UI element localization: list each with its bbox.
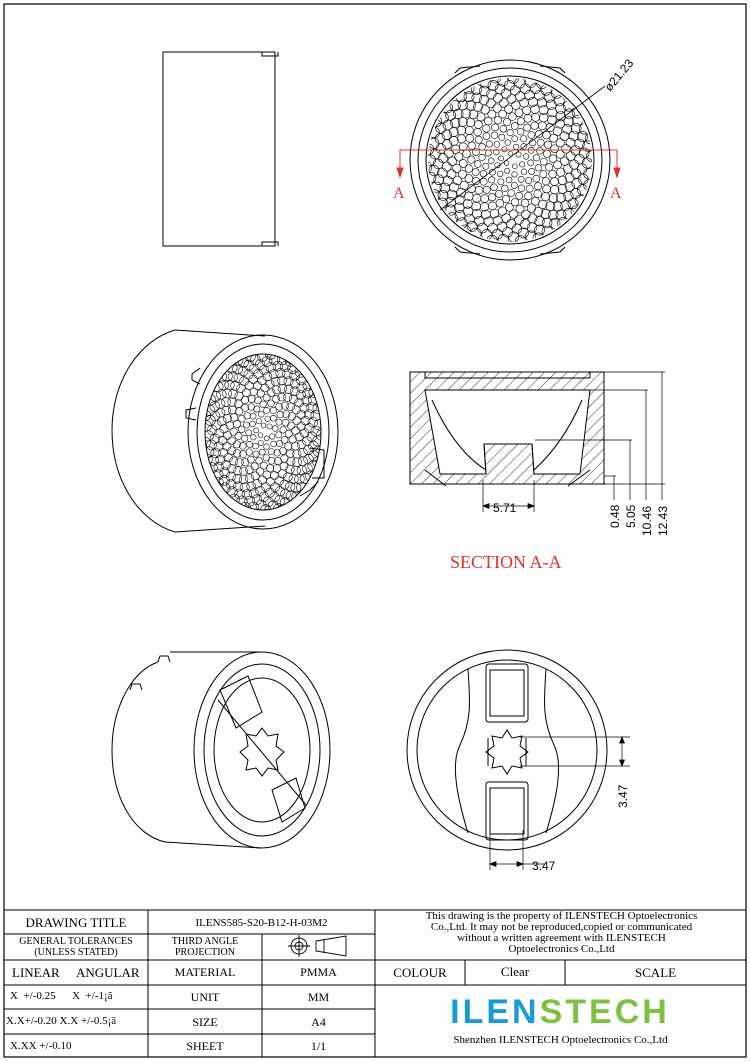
section-mark-right: A <box>610 185 622 202</box>
diameter-leader <box>439 85 606 211</box>
logo-part-1: ILEN <box>450 993 540 1031</box>
top-view <box>409 59 611 261</box>
material-value: PMMA <box>300 965 337 979</box>
colour-label: COLOUR <box>393 965 447 980</box>
notice-block: This drawing is the property of ILENSTEC… <box>377 911 746 955</box>
projection-symbol <box>288 935 347 957</box>
company-name: Shenzhen ILENSTECH Optoelectronics Co.,L… <box>453 1034 668 1046</box>
dim-width-center: 5.71 <box>493 501 517 515</box>
unit-value: MM <box>307 990 330 1004</box>
notice-line-4: Optoelectronics Co.,Ltd <box>508 943 615 955</box>
size-label: SIZE <box>192 1015 218 1029</box>
iso-view-front <box>111 329 339 533</box>
section-dimensions <box>482 371 665 512</box>
section-line-aa <box>396 149 621 179</box>
projection-line-1: THIRD ANGLE <box>171 936 239 947</box>
sheet-value: 1/1 <box>310 1039 327 1053</box>
dim-height-0: 0.48 <box>608 504 622 528</box>
diameter-dim: ø21.23 <box>602 56 637 94</box>
tolerance-row-1: X +/-0.25 X +/-1¡ã <box>10 990 113 1002</box>
drawing-title-label: DRAWING TITLE <box>25 915 127 930</box>
projection-line-2: PROJECTION <box>174 947 235 958</box>
gen-tol-line-2: (UNLESS STATED) <box>34 947 118 958</box>
company-logo: ILENSTECH <box>440 995 680 1029</box>
drawing-title-value: ILENS585-S20-B12-H-03M2 <box>195 917 328 929</box>
notice-line-3: without a written agreement with ILENSTE… <box>457 932 666 944</box>
dim-bottom-width: 3.47 <box>532 859 556 873</box>
section-view <box>409 371 605 487</box>
sheet-border <box>3 3 747 1058</box>
honeycomb-pattern-iso <box>205 354 321 510</box>
logo-part-2: STECH <box>539 993 670 1031</box>
dim-bottom-height: 3.47 <box>616 784 630 808</box>
gen-tol-line-1: GENERAL TOLERANCES <box>19 936 133 947</box>
sheet-label: SHEET <box>186 1039 224 1053</box>
tolerance-row-3: X.XX +/-0.10 <box>10 1040 72 1052</box>
notice-line-2: Co.,Ltd. It may not be reproduced,copied… <box>430 921 693 933</box>
linear-label: LINEAR <box>12 965 60 980</box>
section-mark-left: A <box>393 185 405 202</box>
colour-value: Clear <box>500 964 530 979</box>
angular-label: ANGULAR <box>76 965 140 980</box>
tolerance-row-2: X.X+/-0.20 X.X +/-0.5¡ã <box>6 1015 117 1027</box>
unit-label: UNIT <box>190 990 220 1004</box>
honeycomb-pattern-top <box>428 78 592 242</box>
iso-view-back <box>111 651 331 849</box>
section-label: SECTION A-A <box>450 552 562 572</box>
bottom-dimensions <box>489 736 630 870</box>
size-value: A4 <box>311 1015 326 1029</box>
notice-line-1: This drawing is the property of ILENSTEC… <box>425 910 698 922</box>
side-view <box>162 51 279 247</box>
bottom-view <box>406 649 608 851</box>
material-label: MATERIAL <box>174 965 236 979</box>
dim-height-2: 10.46 <box>640 506 654 536</box>
scale-label: SCALE <box>634 965 677 980</box>
title-block-grid <box>4 909 746 1057</box>
dim-height-3: 12.43 <box>656 506 670 536</box>
dim-height-1: 5.05 <box>624 504 638 528</box>
